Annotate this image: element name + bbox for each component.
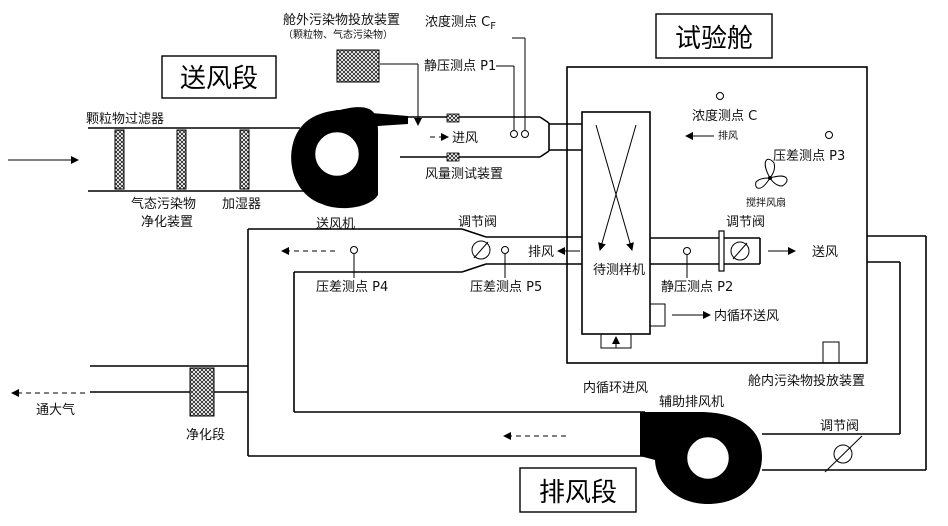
particle-filter-label: 颗粒物过滤器	[86, 112, 164, 127]
pressure-p3-sensor	[825, 131, 833, 139]
inlet-air-label: 进风	[452, 131, 478, 146]
test-chamber	[566, 66, 868, 364]
static-p2-sensor	[683, 247, 691, 255]
damper-left-label: 调节阀	[458, 215, 497, 230]
to-atmosphere-label: 通大气	[36, 402, 75, 418]
concentration-c-label: 浓度测点 C	[692, 108, 757, 124]
concentration-c-sensor	[716, 92, 724, 100]
svg-text:试验舱: 试验舱	[675, 24, 753, 54]
exhaust-duct	[90, 228, 645, 457]
outside-dosing-sublabel: （颗粒物、气态污染物）	[283, 28, 393, 41]
mixing-fan-label: 搅拌风扇	[746, 196, 786, 209]
concentration-cf-label: 浓度测点 CF	[425, 14, 496, 32]
humidifier	[239, 129, 250, 190]
inside-dosing-label: 舱内污染物投放装置	[748, 373, 865, 389]
device-under-test	[581, 111, 651, 335]
damper-right-icon	[730, 241, 750, 261]
gas-purifier	[176, 129, 187, 190]
pressure-p5-sensor	[501, 246, 509, 254]
concentration-cf-sensor	[521, 130, 529, 138]
mixing-fan-icon	[755, 158, 788, 189]
inside-dosing-device	[822, 341, 840, 364]
static-p1-label: 静压测点 P1	[424, 59, 496, 74]
airflow-test-duct	[400, 113, 582, 162]
aux-return-duct	[762, 235, 927, 471]
damper-bottom-icon	[824, 435, 863, 473]
supply-outlet-duct	[650, 230, 761, 272]
static-p2-label: 静压测点 P2	[661, 280, 733, 295]
supply-duct	[88, 127, 308, 192]
purification-label: 净化段	[186, 428, 225, 443]
aux-exhaust-fan	[640, 412, 762, 504]
damper-bottom-label: 调节阀	[820, 419, 859, 434]
exhaust-section-title: 排风段	[519, 467, 637, 513]
svg-text:排风段: 排风段	[539, 478, 617, 508]
supply-mid-label: 送风	[812, 245, 838, 260]
damper-left-icon	[471, 240, 491, 260]
inner-supply-label: 内循环送风	[714, 308, 779, 324]
particle-filter	[114, 129, 125, 190]
dut-label: 待测样机	[593, 263, 645, 278]
exhaust-mid-label: 排风	[528, 245, 554, 260]
outside-dosing-device	[336, 49, 380, 83]
static-p1-sensor	[510, 130, 518, 138]
purification-filter	[189, 367, 215, 417]
pressure-p4-label: 压差测点 P4	[316, 280, 388, 295]
inner-inlet-label: 内循环进风	[583, 380, 648, 396]
airflow-test-device-label: 风量测试装置	[425, 167, 503, 182]
supply-section-title: 送风段	[161, 55, 277, 99]
supply-fan	[291, 107, 408, 209]
humidifier-label: 加湿器	[222, 197, 261, 212]
pressure-p5-label: 压差测点 P5	[470, 280, 542, 295]
aux-exhaust-fan-label: 辅助排风机	[659, 395, 724, 410]
gas-purifier-label-2: 净化装置	[141, 215, 193, 230]
exhaust-small-label: 排风	[718, 129, 738, 142]
dut-cross-arrows	[595, 124, 637, 251]
pressure-p3-label: 压差测点 P3	[773, 149, 845, 164]
damper-right-label: 调节阀	[726, 215, 765, 230]
outside-dosing-label: 舱外污染物投放装置	[283, 12, 400, 28]
chamber-section-title: 试验舱	[655, 13, 773, 59]
svg-text:送风段: 送风段	[180, 64, 258, 94]
pressure-p4-sensor	[350, 246, 358, 254]
gas-purifier-label-1: 气态污染物	[131, 196, 196, 212]
